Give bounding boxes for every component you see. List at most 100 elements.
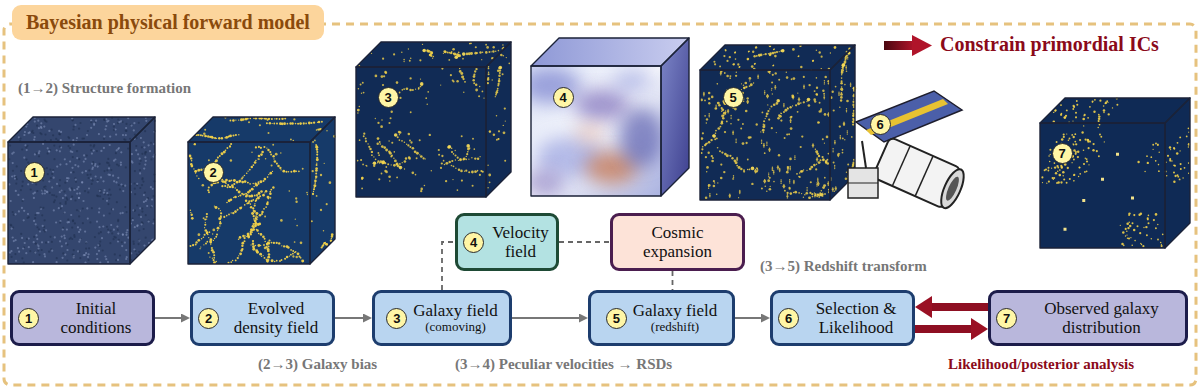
texture-dot [79,210,81,212]
texture-dot [103,215,105,217]
texture-dot [404,141,406,143]
texture-dot [136,204,138,206]
texture-dot [203,217,205,219]
texture-dot [34,252,36,254]
texture-dot [280,152,282,154]
texture-dot [381,119,383,121]
texture-dot [269,191,271,193]
texture-dot [763,120,765,122]
texture-dot [104,119,106,121]
texture-dot [73,256,75,258]
texture-dot [10,200,12,202]
texture-dot [238,255,239,256]
texture-dot [131,153,133,155]
texture-dot [488,73,490,75]
texture-dot [375,159,377,161]
texture-dot [44,119,46,121]
texture-dot [731,157,733,159]
texture-dot [443,160,445,162]
texture-dot [254,220,256,222]
texture-dot [104,255,106,257]
cube-top-face [356,42,511,67]
texture-dot [813,60,814,61]
texture-dot [812,143,813,144]
texture-dot [316,148,318,150]
texture-dot [313,191,314,192]
texture-dot [66,229,68,231]
texture-dot [818,161,821,164]
texture-dot [265,190,268,193]
texture-dot [66,259,68,261]
texture-dot [232,212,234,214]
texture-dot [36,152,38,154]
texture-dot [206,213,208,215]
texture-dot [260,147,262,149]
texture-dot [267,250,270,253]
texture-dot [492,50,494,52]
texture-dot [315,167,318,170]
texture-dot [505,120,506,121]
texture-dot [209,136,211,138]
texture-dot [64,191,66,193]
texture-dot [786,192,788,194]
texture-dot [361,188,363,190]
texture-dot [475,84,477,86]
texture-dot [447,52,449,54]
texture-dot [415,89,416,90]
texture-dot [214,137,216,139]
texture-dot [76,188,78,190]
texture-dot [382,84,384,86]
texture-dot [236,181,238,183]
texture-dot [290,254,292,256]
texture-dot [109,242,111,244]
texture-dot [66,180,68,182]
texture-dot [45,121,47,123]
texture-dot [51,250,53,252]
texture-dot [751,183,753,185]
texture-dot [474,70,476,72]
texture-dot [148,220,150,222]
texture-dot [452,179,453,180]
texture-dot [716,137,718,139]
texture-dot [284,118,286,120]
texture-dot [44,185,46,187]
texture-dot [451,165,453,167]
texture-dot [467,151,469,153]
texture-dot [117,259,119,261]
texture-dot [495,50,496,51]
texture-dot [316,157,318,159]
texture-dot [260,233,263,236]
texture-dot [40,126,42,128]
texture-dot [122,212,124,214]
texture-dot [411,171,414,174]
texture-dot [133,129,135,131]
texture-dot [420,86,422,88]
texture-dot [721,115,724,118]
texture-dot [214,205,215,206]
texture-dot [757,75,758,76]
texture-dot [213,254,215,256]
texture-dot [23,219,25,221]
texture-dot [409,77,411,79]
texture-dot [316,163,317,164]
texture-dot [842,63,845,66]
texture-dot [130,125,132,127]
texture-dot [375,75,378,78]
texture-dot [80,238,82,240]
texture-dot [126,229,128,231]
texture-dot [394,151,396,153]
texture-dot [68,137,70,139]
texture-dot [456,80,459,83]
texture-dot [447,146,450,149]
texture-dot [11,175,13,177]
texture-dot [107,203,109,205]
texture-dot [35,183,37,185]
texture-dot [393,164,396,167]
texture-dot [255,249,258,252]
texture-dot [116,201,118,203]
texture-dot [237,257,239,259]
texture-dot [9,145,11,147]
texture-dot [757,76,759,78]
texture-dot [458,55,460,57]
texture-dot [104,128,106,130]
